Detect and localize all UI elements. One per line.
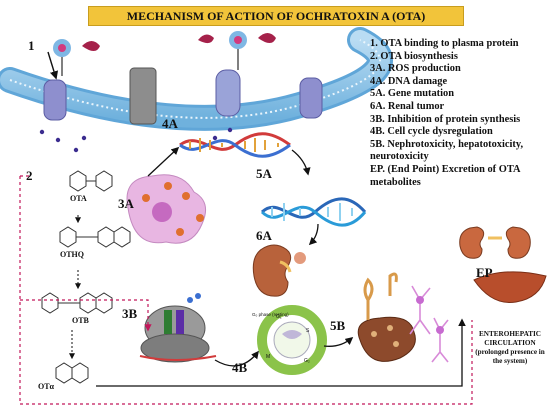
legend-item: 5B. Nephrotoxicity, hepatotoxicity, neur… [370, 138, 524, 163]
damaged-liver-tissue [357, 316, 416, 362]
ep-organs [459, 226, 547, 304]
step-label-1: 1 [28, 38, 35, 53]
legend-item: 1. OTA binding to plasma protein [370, 38, 519, 49]
diagram-title: MECHANISM OF ACTION OF OCHRATOXIN A (OTA… [88, 6, 464, 26]
dashed-biosynthesis-path [19, 175, 473, 405]
chem-label-othq: OTHQ [60, 250, 85, 259]
legend-item: 4A. DNA damage [370, 75, 448, 87]
legend-item: 4B. Cell cycle dysregulation [370, 126, 493, 138]
legend-item: 3B. Inhibition of protein synthesis [370, 113, 521, 125]
ribosome [139, 293, 217, 363]
legend-item: 5A. Gene mutation [370, 88, 454, 100]
cell-cycle-g1: G₁ [276, 314, 282, 320]
arrow-1-to-membrane [47, 51, 59, 80]
step-label-2: 2 [26, 168, 33, 183]
legend-list: 1. OTA binding to plasma protein 2. OTA … [370, 38, 548, 189]
kidney-tumor [252, 244, 306, 297]
cell-cycle-g2: G₂ [304, 358, 310, 364]
step-label-3b: 3B [122, 306, 138, 321]
legend-item: EP. (End Point) Excretion of OTA metabol… [370, 163, 520, 188]
chemical-structures [41, 170, 131, 384]
cell-cycle-g0: G₀ phase (resting) [252, 312, 289, 317]
mutated-dna [260, 197, 367, 227]
step-label-6a: 6A [256, 228, 272, 243]
step-label-5b: 5B [330, 318, 346, 333]
cell-cycle-s: S [306, 328, 310, 334]
chem-label-otb: OTB [72, 316, 89, 325]
flow-arrows [96, 146, 466, 387]
biosynthesis-dashed-arrows [69, 215, 81, 360]
legend-item: 6A. Renal tumor [370, 100, 445, 112]
dna-helix [179, 132, 291, 158]
enterohepatic-label: ENTEROHEPATIC CIRCULATION (prolonged pre… [475, 330, 545, 365]
cell-cycle [257, 305, 327, 375]
legend-item: 3A. ROS production [370, 63, 461, 75]
step-label-5a: 5A [256, 166, 272, 181]
legend-item: 2. OTA biosynthesis [370, 50, 458, 62]
step-label-3a: 3A [118, 196, 134, 211]
membrane-proteins [43, 67, 323, 125]
cell-membrane [0, 27, 393, 131]
step-label-4a: 4A [162, 116, 178, 131]
cell-cycle-m: M [266, 354, 270, 360]
step-label-ep: EP [476, 265, 493, 280]
chem-label-ota: OTA [70, 194, 87, 203]
nephron-neurons [363, 272, 449, 363]
chem-label-otalpha: OTα [38, 382, 55, 391]
ros-cell [126, 174, 207, 244]
step-label-4b: 4B [232, 360, 248, 375]
plasma-protein-binding [39, 31, 276, 153]
